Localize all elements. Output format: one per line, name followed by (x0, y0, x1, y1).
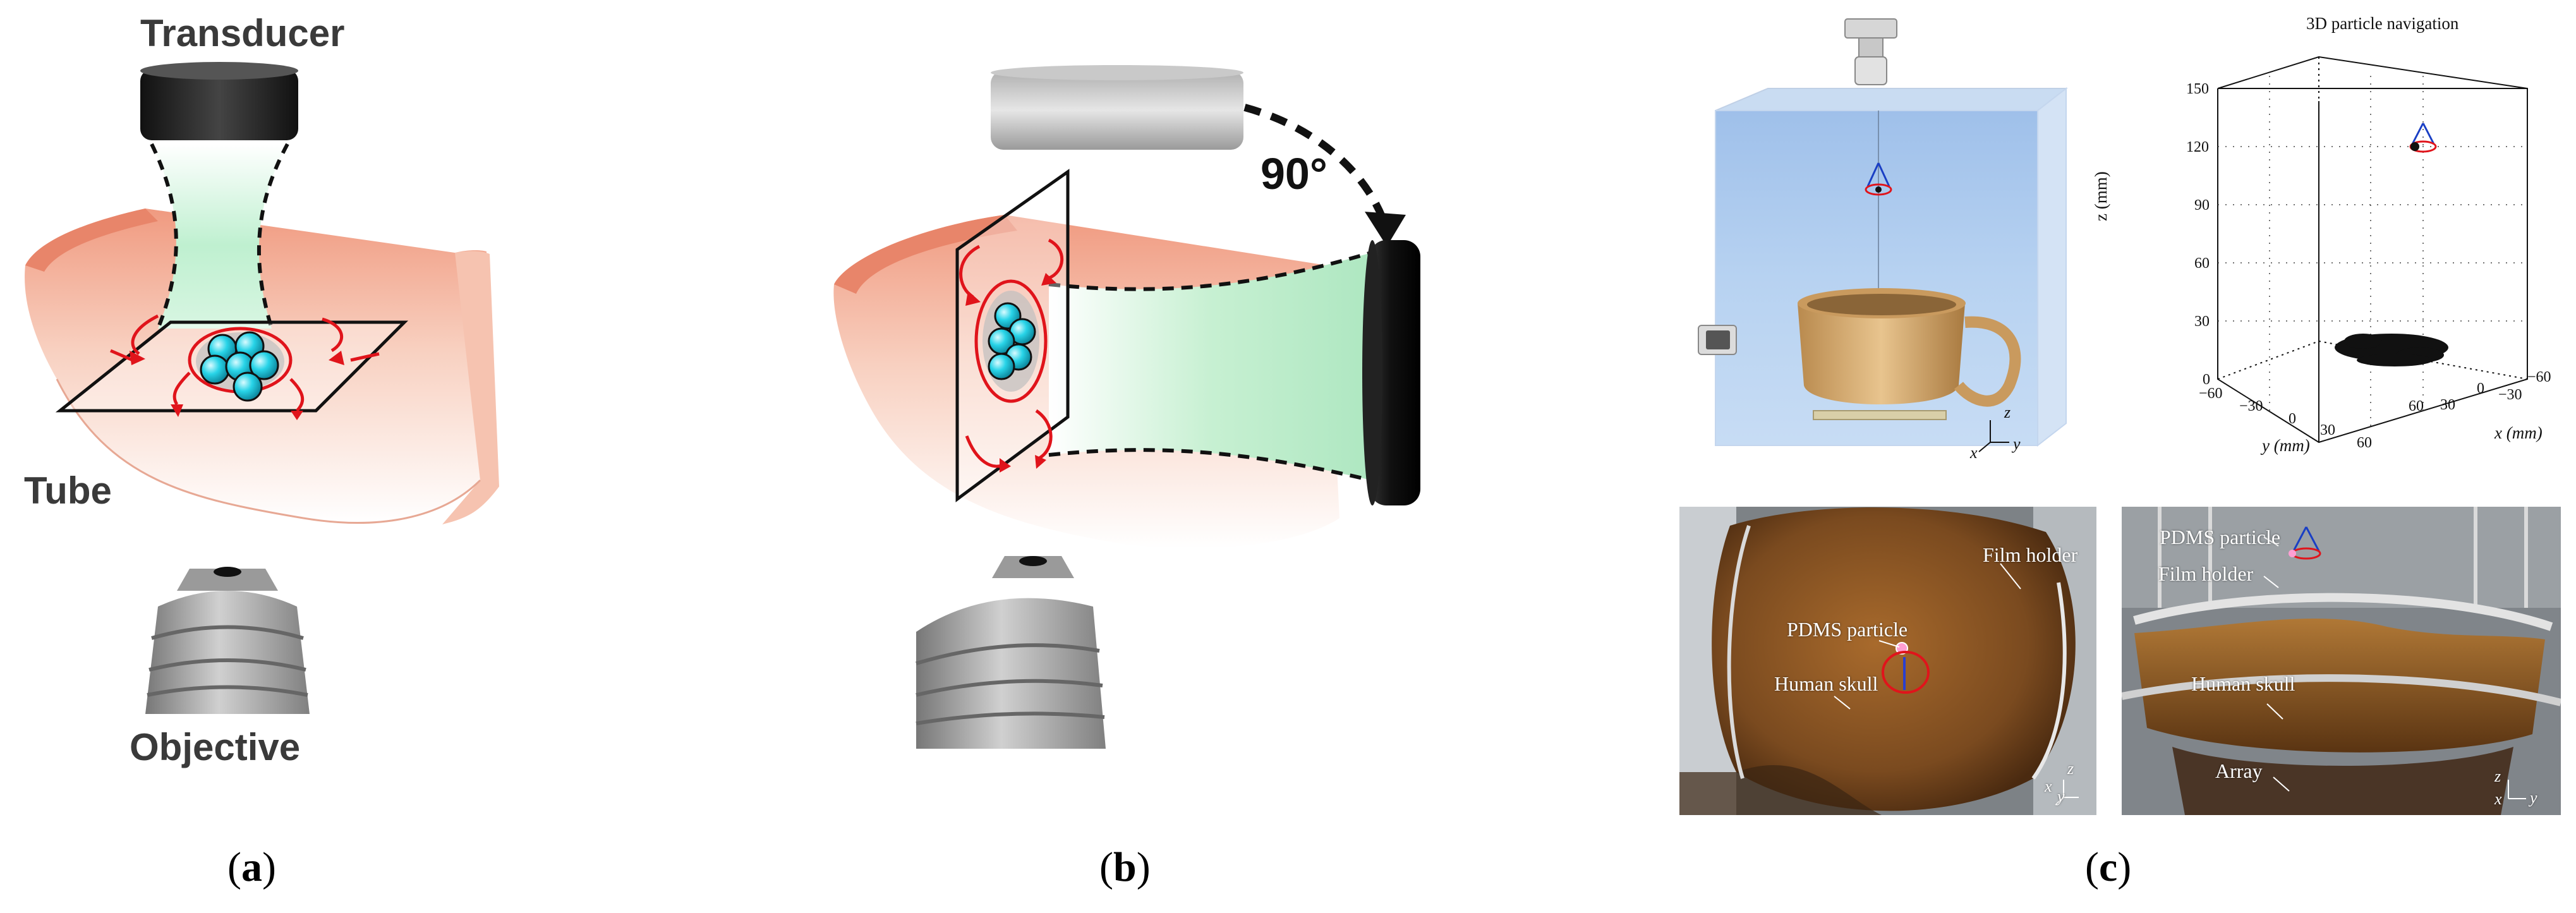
y-tick-label: −60 (2199, 385, 2223, 402)
pdms-particle-label: PDMS particle (2160, 526, 2281, 548)
angle-label: 90° (1261, 149, 1327, 198)
acoustic-streaming-arrows-b (959, 238, 1064, 468)
z-tick-label: 120 (2186, 139, 2209, 155)
y-axis-label: y (mm) (2262, 436, 2310, 455)
beam-edge-top-b (1048, 251, 1372, 291)
photo-skull-top-view-art (1679, 507, 2096, 815)
beam-edge-bottom-b (1048, 448, 1372, 482)
tank-top (1715, 88, 2068, 111)
axis-triad-tank (1978, 420, 2009, 452)
ultrasound-beam-a (152, 144, 287, 329)
pdms-particle-label: PDMS particle (1787, 618, 1908, 641)
plot-title: 3D particle navigation (2306, 14, 2459, 33)
acoustic-streaming-arrows-a (110, 314, 380, 412)
trajectory-plot (2217, 56, 2528, 444)
y-tick-label: 30 (2320, 422, 2335, 438)
particle-cluster-a (196, 331, 284, 402)
array-label: Array (2215, 759, 2263, 782)
transducer-after-rotation (1362, 240, 1420, 505)
photo-right-axis-x: x (2494, 790, 2502, 808)
x-tick-label: 60 (2409, 398, 2424, 414)
ultrasound-beam-b (1049, 253, 1371, 480)
beam-edge-right-a (257, 143, 289, 329)
human-skull-label: Human skull (2191, 672, 2295, 695)
tank-axis-x: x (1970, 444, 1978, 462)
film-holder-label: Film holder (2158, 562, 2254, 585)
photo-left-axis-z: z (2067, 759, 2074, 778)
y-tick-label: 0 (2289, 411, 2296, 427)
arrowheads-a (130, 351, 344, 420)
panel-b: 90° (b) (821, 0, 1516, 913)
x-tick-label: 30 (2440, 397, 2455, 413)
z-tick-label: 90 (2194, 197, 2210, 214)
transducer-a (140, 62, 298, 140)
particle-navigation-marker (1865, 162, 1892, 196)
panel-a: Transducer Tube Objective (0, 0, 569, 913)
z-tick-label: 150 (2186, 81, 2209, 97)
z-axis-label: z (mm) (2091, 171, 2110, 221)
x-tick-label: −60 (2527, 369, 2551, 385)
panel-a-diagram (25, 62, 499, 714)
tank-axis-z: z (2004, 403, 2011, 421)
beam-edge-left-a (150, 143, 178, 330)
tank-scene (1698, 18, 2068, 452)
caption-c: (c) (2085, 844, 2132, 890)
panel-c: z y x 3D particle navigation (1668, 0, 2576, 913)
photo-skull-side-view-art (2122, 507, 2561, 815)
objective-label: Objective (130, 726, 301, 768)
objective-lens-a (145, 567, 310, 714)
photo-left-axis-y: y (2057, 787, 2065, 806)
y-tick-label: −30 (2239, 398, 2263, 414)
tube-label: Tube (24, 469, 112, 512)
plot-gridlines (2218, 76, 2527, 430)
photo-right-axis-y: y (2530, 789, 2537, 807)
top-camera (1844, 18, 1897, 85)
caption-b: (b) (1099, 844, 1151, 890)
z-tick-label: 30 (2194, 313, 2210, 330)
photo-left-axis-x: x (2045, 777, 2052, 795)
transducer-before-rotation (991, 65, 1243, 150)
photo-skull-side-view: PDMS particle Film holder Human skull Ar… (2122, 507, 2561, 815)
tank-axis-y: y (2013, 435, 2021, 453)
y-tick-label: 60 (2357, 435, 2372, 451)
film-holder-label: Film holder (1983, 543, 2078, 566)
photo-right-axis-z: z (2494, 767, 2501, 785)
panel-b-diagram (833, 65, 1420, 749)
z-tick-label: 60 (2194, 255, 2210, 272)
caption-a: (a) (227, 844, 276, 890)
side-camera (1698, 325, 1737, 355)
skull-model (1798, 288, 2021, 420)
tank-side (2037, 87, 2067, 447)
photo-skull-top-view: PDMS particle Film holder Human skull z … (1679, 507, 2096, 815)
x-axis-label: x (mm) (2494, 423, 2543, 442)
trajectory-marker (2409, 123, 2437, 153)
x-tick-label: 0 (2477, 380, 2484, 397)
arrowheads-b (965, 273, 1056, 473)
human-skull-label: Human skull (1774, 672, 1878, 695)
skull-point-cloud (2335, 334, 2448, 366)
particle-cluster-b (983, 291, 1039, 392)
rotation-arrowhead (1365, 212, 1406, 246)
x-tick-label: −30 (2498, 387, 2522, 403)
z-tick-label: 0 (2203, 372, 2210, 388)
objective-lens-b (916, 556, 1106, 749)
transducer-label: Transducer (140, 12, 345, 54)
